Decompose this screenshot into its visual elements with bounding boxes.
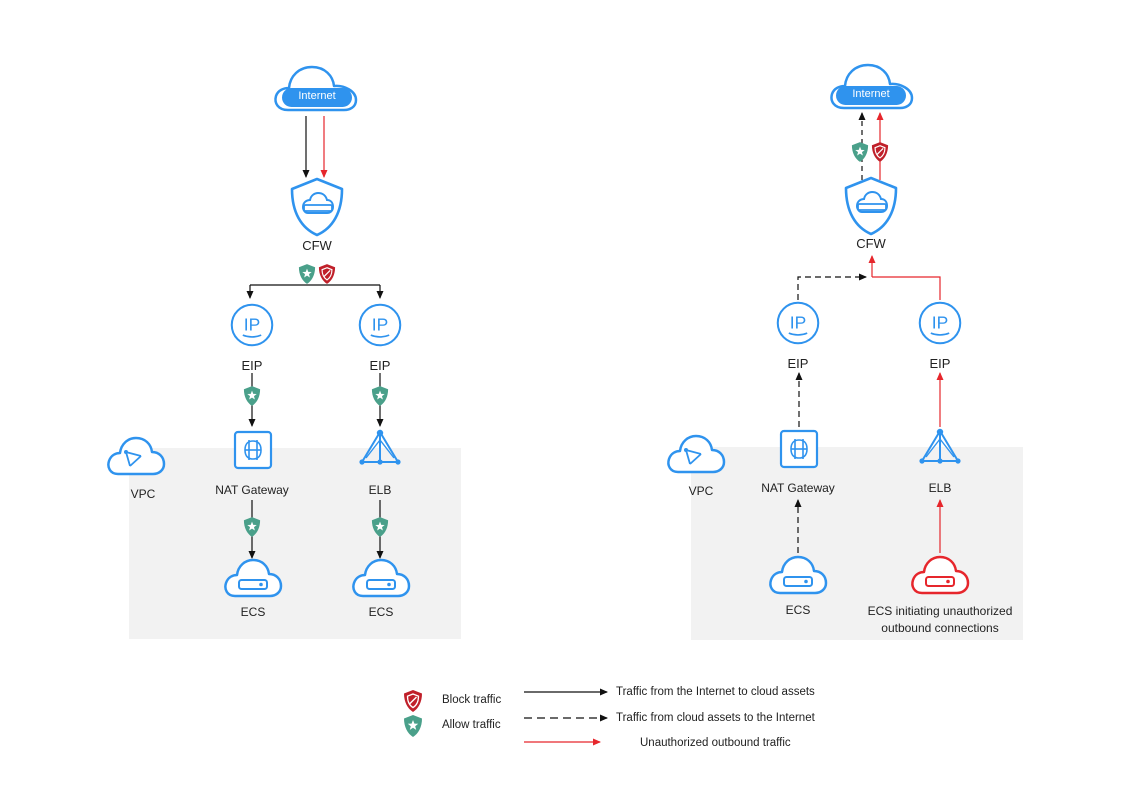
left-cfw-shield-icon (290, 177, 344, 237)
right-diagram (667, 63, 1023, 640)
right-cfw-label: CFW (856, 236, 886, 251)
right-allow-badge-icon (851, 142, 869, 162)
left-cfw-label: CFW (302, 238, 332, 253)
right-ecs-label: ECS (785, 603, 811, 617)
left-diagram (107, 65, 461, 639)
legend-dashed-label: Traffic from cloud assets to the Interne… (616, 712, 815, 724)
right-nat-gateway-icon (779, 429, 819, 469)
legend-red-label: Unauthorized outbound traffic (640, 737, 791, 749)
right-internet-label: Internet (852, 88, 890, 100)
left-vpc-icon (107, 436, 166, 476)
left-block-badge-icon (318, 263, 336, 285)
right-block-badge-icon (871, 141, 889, 163)
right-eip-2-label: EIP (929, 356, 951, 371)
right-vpc-label: VPC (688, 484, 714, 498)
right-ecs-unauthorized-label-line1: ECS initiating unauthorized (867, 604, 1013, 618)
left-nat-gateway-icon (233, 430, 273, 470)
left-allow-badge-icon (298, 264, 316, 284)
right-cfw-shield-icon (844, 176, 898, 236)
right-nat-gateway-label: NAT Gateway (761, 481, 835, 495)
left-ecs-1-label: ECS (240, 605, 266, 619)
legend-solid-label: Traffic from the Internet to cloud asset… (616, 686, 815, 698)
legend-allow-icon (404, 715, 422, 737)
left-allow-badge-eip2-icon (371, 386, 389, 406)
legend-block-label: Block traffic (442, 694, 502, 706)
left-vpc-area (129, 448, 461, 639)
left-eip-2-label: EIP (369, 358, 391, 373)
left-internet-label: Internet (298, 90, 336, 102)
right-vpc-area (691, 447, 1023, 640)
legend-allow-label: Allow traffic (442, 719, 501, 731)
left-eip-2-icon (358, 303, 402, 347)
right-internet-cloud-icon (830, 63, 914, 110)
left-vpc-label: VPC (130, 487, 156, 501)
legend-block-icon (403, 689, 423, 713)
legend (403, 688, 608, 746)
left-elb-label: ELB (368, 483, 392, 497)
left-ecs-2-label: ECS (368, 605, 394, 619)
left-eip-1-label: EIP (241, 358, 263, 373)
right-eip-1-icon (776, 301, 820, 345)
left-nat-gateway-label: NAT Gateway (215, 483, 289, 497)
right-vpc-icon (667, 434, 726, 474)
right-elb-label: ELB (928, 481, 952, 495)
left-internet-cloud-icon (274, 65, 358, 112)
right-ecs-unauthorized-label-line2: outbound connections (881, 621, 999, 635)
left-allow-badge-eip1-icon (243, 386, 261, 406)
right-eip-1-label: EIP (787, 356, 809, 371)
left-eip-1-icon (230, 303, 274, 347)
right-eip-2-icon (918, 301, 962, 345)
